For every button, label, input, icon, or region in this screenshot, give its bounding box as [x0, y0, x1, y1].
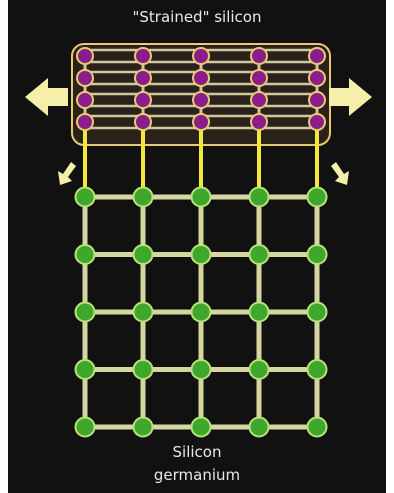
sige-atom [192, 418, 211, 437]
sige-atom [192, 360, 211, 379]
si-atom [193, 92, 209, 108]
si-atom [309, 70, 325, 86]
sige-atom [76, 418, 95, 437]
sige-atom [250, 360, 269, 379]
si-atom [135, 70, 151, 86]
down-left-arrow-icon [58, 162, 76, 185]
silicon-germanium-label-line1: Silicon [0, 443, 394, 461]
si-atom [77, 114, 93, 130]
si-atom [251, 114, 267, 130]
strained-silicon-label: "Strained" silicon [0, 8, 394, 26]
sige-atom [308, 360, 327, 379]
sige-atom [192, 303, 211, 322]
sige-atom [308, 418, 327, 437]
si-atom [309, 114, 325, 130]
sige-atom [134, 188, 153, 207]
sige-atom [308, 245, 327, 264]
sige-atom [250, 418, 269, 437]
sige-atom [250, 303, 269, 322]
down-right-arrow-icon [331, 162, 349, 185]
sige-atom [308, 188, 327, 207]
si-atom [77, 70, 93, 86]
si-atom [193, 114, 209, 130]
left-arrow-icon [25, 78, 68, 116]
si-atom [251, 48, 267, 64]
si-atom [77, 92, 93, 108]
sige-atom [76, 303, 95, 322]
sige-atom [250, 245, 269, 264]
sige-atom [192, 188, 211, 207]
sige-atom [134, 360, 153, 379]
sige-atom [308, 303, 327, 322]
sige-atom [76, 245, 95, 264]
si-atom [251, 92, 267, 108]
si-atom [193, 48, 209, 64]
sige-atom [134, 303, 153, 322]
sige-atom [76, 360, 95, 379]
si-atom [309, 92, 325, 108]
si-atom [135, 114, 151, 130]
si-atom [77, 48, 93, 64]
sige-atom [250, 188, 269, 207]
sige-atom [134, 245, 153, 264]
sige-atom [76, 188, 95, 207]
sige-atom [192, 245, 211, 264]
si-atom [135, 92, 151, 108]
si-atom [193, 70, 209, 86]
si-atom [135, 48, 151, 64]
silicon-germanium-label-line2: germanium [0, 466, 394, 484]
si-atom [309, 48, 325, 64]
si-atom [251, 70, 267, 86]
right-arrow-icon [329, 78, 372, 116]
sige-atom [134, 418, 153, 437]
